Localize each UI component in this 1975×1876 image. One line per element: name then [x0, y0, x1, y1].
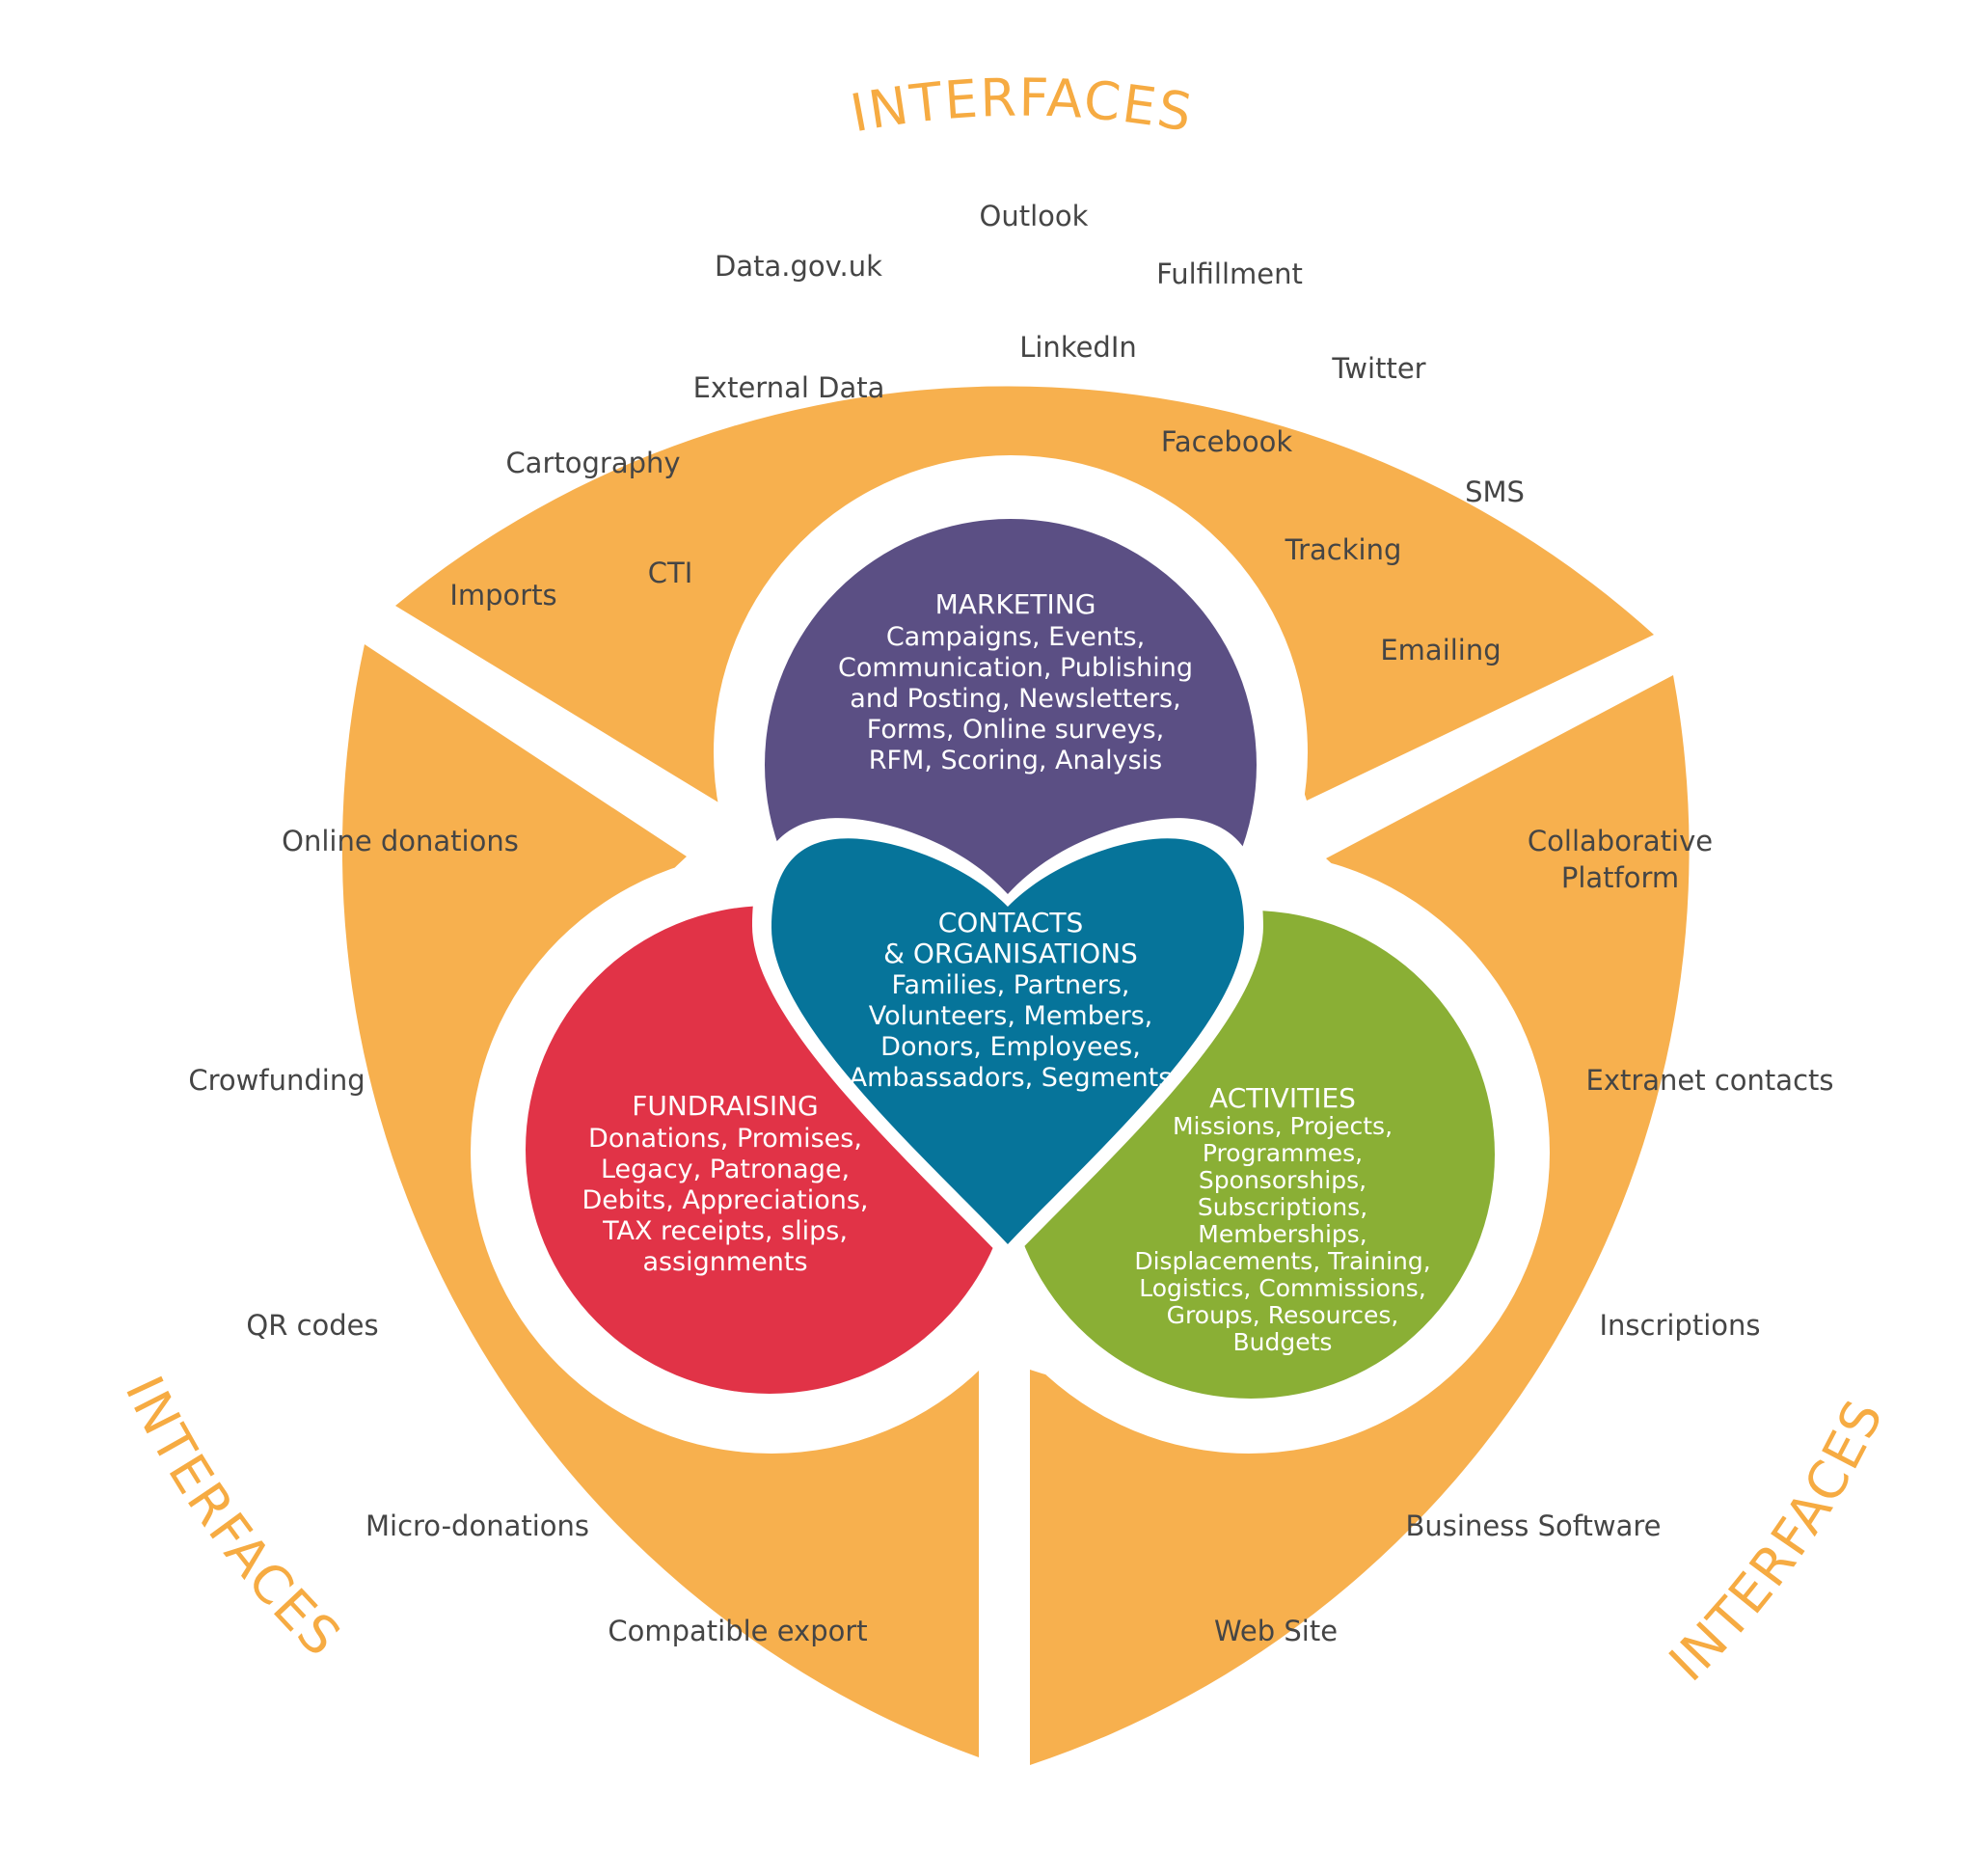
interface-item: Business Software	[1406, 1509, 1662, 1542]
interface-item: QR codes	[246, 1309, 378, 1342]
contacts-title: CONTACTS	[938, 907, 1084, 938]
fundraising-line: Legacy, Patronage,	[601, 1155, 850, 1184]
interface-item: Compatible export	[608, 1615, 867, 1647]
interface-item: SMS	[1465, 476, 1525, 508]
contacts-line: Families, Partners,	[891, 970, 1129, 1000]
interface-item: Outlook	[980, 200, 1089, 232]
activities-line: Logistics, Commissions,	[1139, 1274, 1426, 1302]
fundraising-line: Debits, Appreciations,	[582, 1185, 869, 1215]
interfaces-top-label: INTERFACES	[846, 68, 1198, 145]
interface-item: Data.gov.uk	[715, 250, 882, 283]
interfaces-left-items: Online donations Crowfunding QR codes Mi…	[188, 825, 867, 1647]
marketing-line: and Posting, Newsletters,	[850, 684, 1180, 714]
marketing-line: Communication, Publishing	[838, 653, 1193, 683]
interface-item: Collaborative	[1528, 825, 1713, 857]
activities-line: Sponsorships,	[1199, 1166, 1366, 1194]
activities-line: Budgets	[1233, 1328, 1333, 1356]
fundraising-line: TAX receipts, slips,	[602, 1216, 848, 1246]
interface-item: Tracking	[1285, 533, 1402, 566]
marketing-line: Campaigns, Events,	[886, 622, 1145, 652]
activities-text: ACTIVITIES Missions, Projects, Programme…	[1134, 1082, 1430, 1356]
interface-item: Imports	[449, 579, 556, 612]
interface-item: Crowfunding	[188, 1064, 365, 1097]
interfaces-right-sector	[1030, 675, 1690, 1765]
marketing-title: MARKETING	[935, 588, 1096, 620]
interfaces-left-sector	[341, 644, 979, 1757]
activities-line: Subscriptions,	[1198, 1193, 1367, 1221]
activities-line: Missions, Projects,	[1173, 1112, 1393, 1140]
interface-item: Platform	[1561, 861, 1679, 894]
interface-item: Micro-donations	[365, 1509, 589, 1542]
marketing-line: RFM, Scoring, Analysis	[869, 746, 1163, 775]
interfaces-top-sector	[395, 386, 1654, 808]
contacts-heart	[771, 838, 1244, 1244]
interface-item: Inscriptions	[1599, 1309, 1760, 1342]
interfaces-right-items: Collaborative Platform Extranet contacts…	[1214, 825, 1834, 1647]
activities-title: ACTIVITIES	[1209, 1082, 1356, 1114]
interface-item: LinkedIn	[1019, 331, 1137, 364]
interfaces-top-items: Outlook Data.gov.uk Fulfillment LinkedIn…	[449, 200, 1525, 666]
contacts-line: Ambassadors, Segments	[850, 1063, 1173, 1093]
interface-item: Facebook	[1161, 425, 1292, 458]
activities-line: Memberships,	[1198, 1220, 1367, 1248]
fundraising-text: FUNDRAISING Donations, Promises, Legacy,…	[582, 1090, 869, 1277]
interface-item: External Data	[693, 371, 885, 404]
interface-item: Web Site	[1214, 1615, 1338, 1647]
interface-item: Cartography	[505, 447, 680, 479]
fundraising-line: Donations, Promises,	[588, 1124, 862, 1154]
fundraising-title: FUNDRAISING	[632, 1090, 819, 1122]
activities-line: Displacements, Training,	[1134, 1247, 1430, 1275]
fundraising-line: assignments	[642, 1247, 807, 1277]
contacts-line: Donors, Employees,	[880, 1032, 1141, 1062]
interfaces-right-label: INTERFACES	[1658, 1390, 1896, 1693]
activities-line: Programmes,	[1203, 1139, 1363, 1167]
interfaces-left-label: INTERFACES	[114, 1367, 353, 1669]
interface-item: Online donations	[282, 825, 519, 857]
marketing-line: Forms, Online surveys,	[867, 715, 1164, 745]
interface-item: Fulfillment	[1156, 258, 1303, 290]
interface-item: Extranet contacts	[1586, 1064, 1834, 1097]
interface-item: Twitter	[1331, 352, 1425, 385]
activities-line: Groups, Resources,	[1167, 1301, 1399, 1329]
contacts-title: & ORGANISATIONS	[883, 938, 1138, 969]
marketing-text: MARKETING Campaigns, Events, Communicati…	[838, 588, 1193, 775]
contacts-text: CONTACTS & ORGANISATIONS Families, Partn…	[850, 907, 1173, 1093]
contacts-line: Volunteers, Members,	[869, 1001, 1152, 1031]
interface-item: CTI	[648, 557, 693, 589]
interface-item: Emailing	[1380, 634, 1501, 666]
